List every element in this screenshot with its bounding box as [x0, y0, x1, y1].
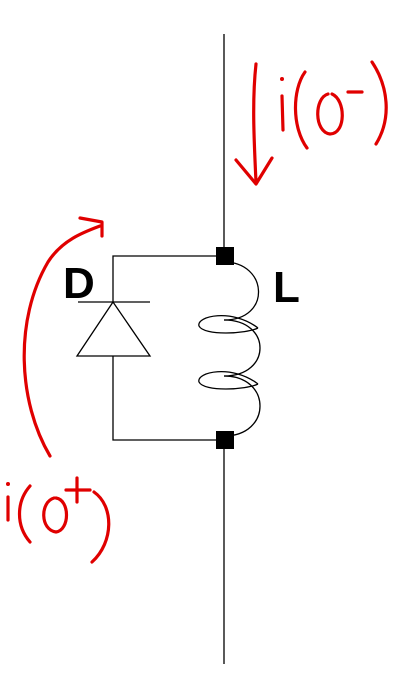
- inductor-coil: [198, 261, 261, 437]
- diode-triangle: [75, 300, 152, 357]
- bottom-node: [216, 431, 234, 449]
- current-after-label: i(0⁺): [6, 528, 10, 531]
- diode-branch-bottom-wire: [112, 356, 224, 441]
- current-before-annotation: i(0⁻): [234, 60, 388, 186]
- top-node: [216, 247, 234, 265]
- diode-symbol: [75, 300, 152, 357]
- down-arrow: [252, 62, 258, 184]
- curved-up-arrow: [22, 224, 102, 458]
- diode-label: D: [63, 259, 95, 308]
- current-before-label: i(0⁻): [282, 132, 286, 135]
- current-after-annotation: i(0⁺): [6, 216, 111, 564]
- inductor-label: L: [273, 263, 300, 312]
- diode-branch-top-wire: [112, 255, 224, 302]
